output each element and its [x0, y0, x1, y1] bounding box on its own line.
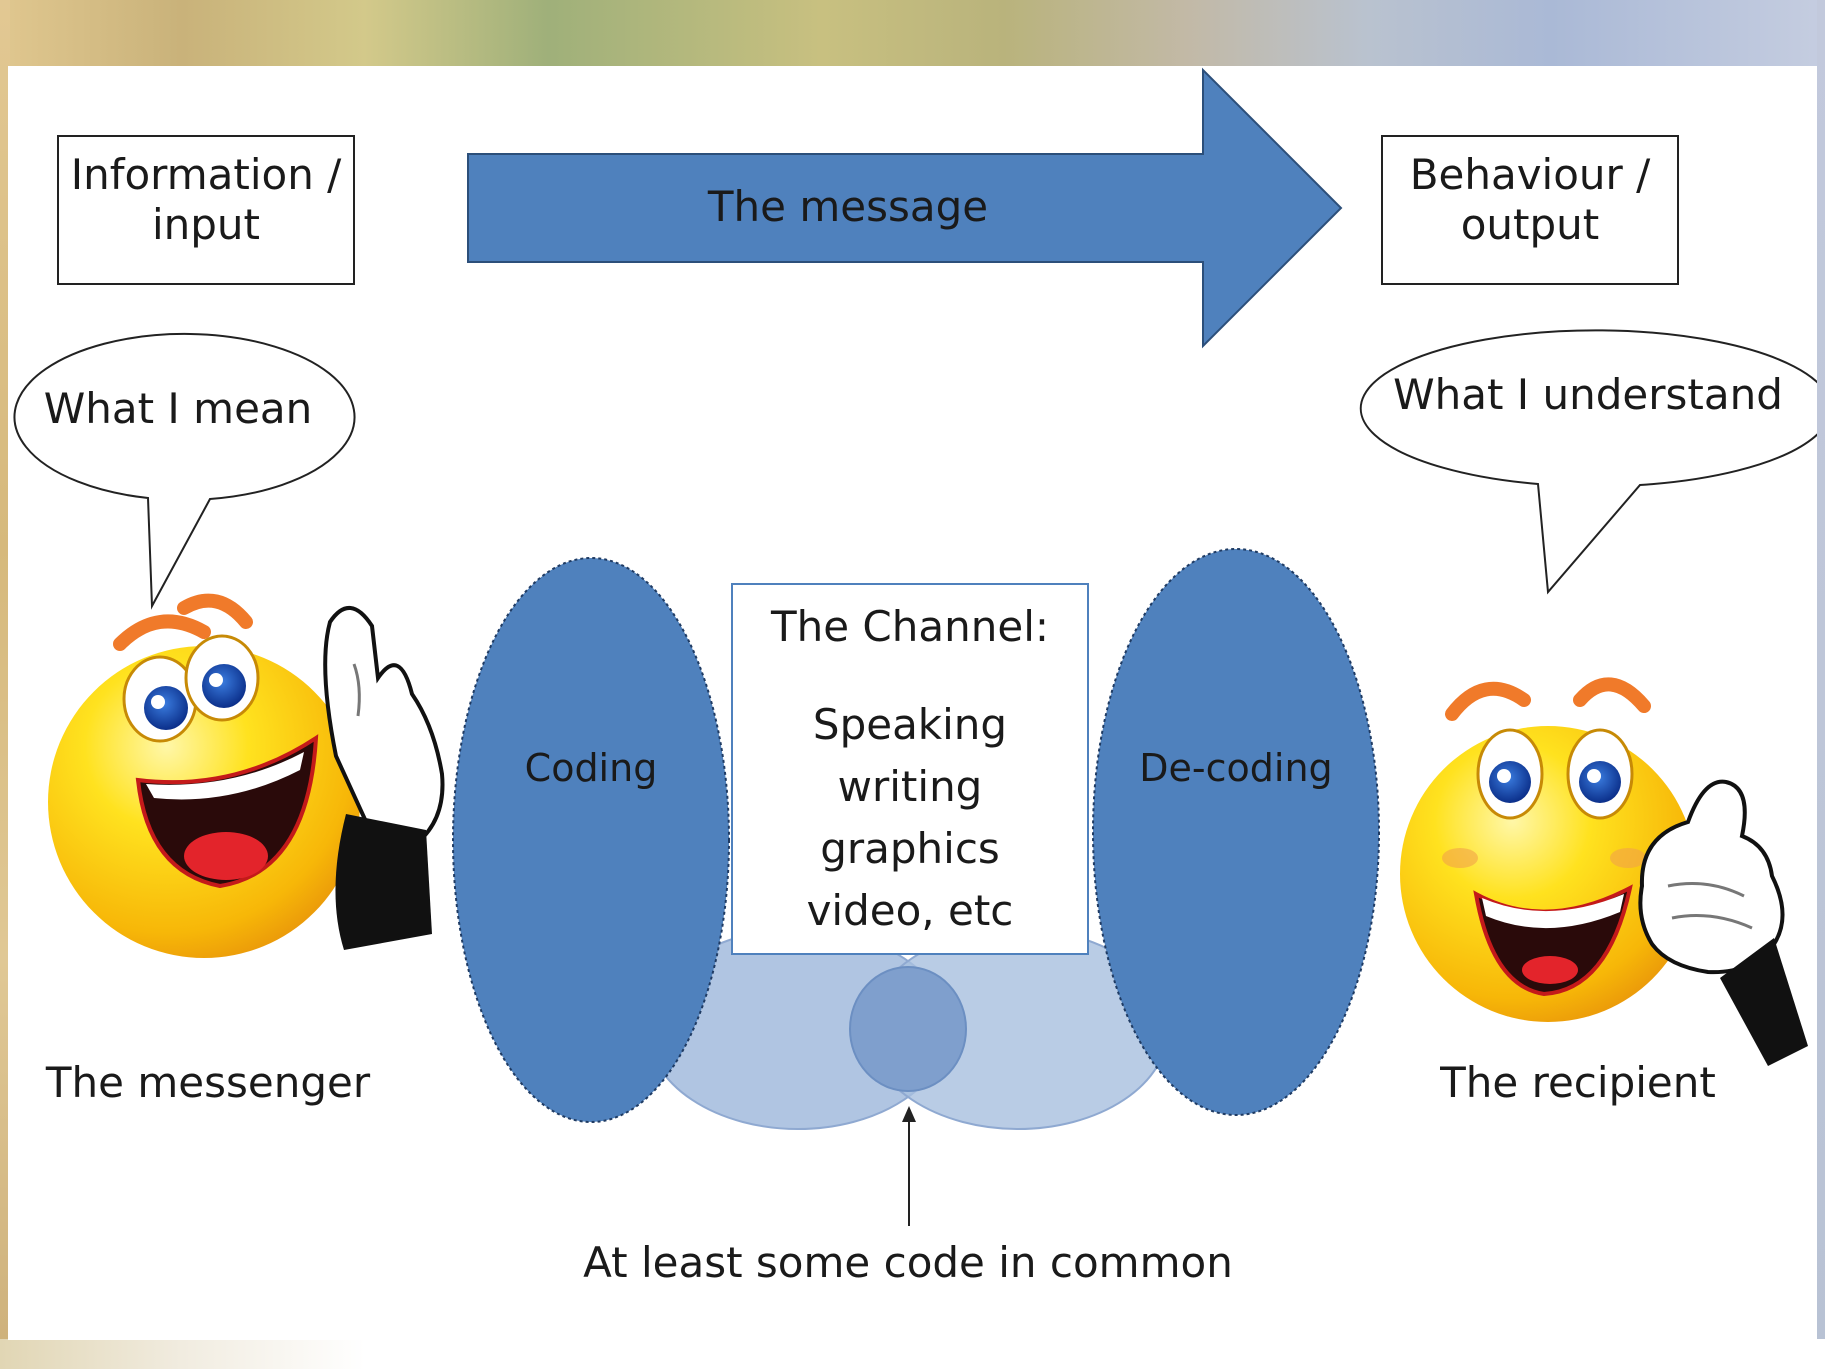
coding-oval	[452, 557, 730, 1123]
messenger-caption: The messenger	[45, 1058, 371, 1107]
recipient-smiley-icon	[1400, 677, 1808, 1066]
speech-bubble-right	[1359, 329, 1817, 595]
slide-canvas: Information / input Behaviour / output T…	[8, 66, 1817, 1340]
channel-item-video: video, etc	[806, 886, 1014, 935]
behaviour-output-box	[1381, 135, 1679, 285]
behaviour-output-label: Behaviour / output	[1382, 150, 1678, 251]
coding-label: Coding	[524, 746, 658, 790]
speech-bubble-left	[13, 332, 356, 610]
channel-items: Speaking writing graphics video, etc	[732, 694, 1088, 942]
decoding-label: De-coding	[1139, 746, 1333, 790]
channel-item-writing: writing	[837, 762, 983, 811]
background-bottom-strip	[0, 1339, 1825, 1369]
what-i-mean-text: What I mean	[43, 384, 313, 433]
background-right-strip	[1817, 0, 1825, 1369]
information-input-label: Information / input	[58, 150, 354, 251]
code-in-common-venn	[647, 928, 1169, 1130]
messenger-smiley-icon	[48, 593, 445, 958]
what-i-understand-text: What I understand	[1393, 370, 1783, 419]
information-input-box	[57, 135, 355, 285]
decoding-oval	[1092, 548, 1380, 1116]
output-line: output	[1460, 200, 1600, 250]
diagram-graphics	[13, 67, 1817, 1226]
message-arrow	[467, 67, 1343, 349]
pointer-arrow	[902, 1106, 916, 1226]
background-top-strip	[0, 0, 1825, 75]
channel-item-graphics: graphics	[820, 824, 1000, 873]
background-left-strip	[0, 0, 10, 1369]
recipient-caption: The recipient	[1440, 1058, 1716, 1107]
common-code-caption: At least some code in common	[583, 1238, 1233, 1287]
channel-title: The Channel:	[770, 602, 1050, 651]
information-line: Information /	[70, 150, 342, 199]
input-line: input	[151, 200, 261, 250]
channel-item-speaking: Speaking	[812, 700, 1008, 749]
message-label: The message	[707, 182, 989, 231]
channel-box	[731, 583, 1089, 955]
behaviour-line: Behaviour /	[1409, 150, 1651, 199]
